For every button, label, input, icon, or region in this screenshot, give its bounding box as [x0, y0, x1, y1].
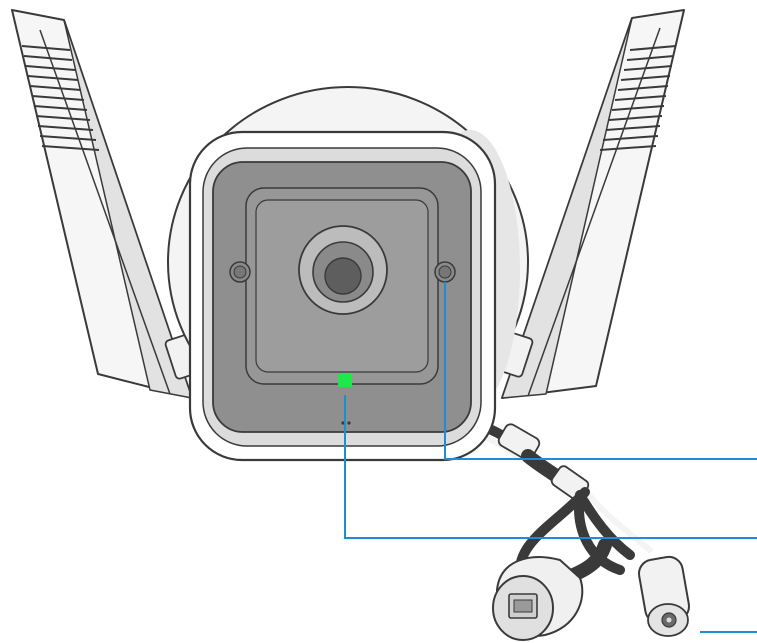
- lens-icon: [298, 225, 388, 315]
- callout-lines: [344, 282, 757, 633]
- led-icon: [338, 373, 352, 387]
- dc-power-jack-icon: [637, 555, 691, 637]
- antenna-left-icon: [11, 9, 206, 399]
- callout-status-led-line: [344, 395, 757, 539]
- antenna-right-icon: [492, 9, 685, 399]
- ethernet-port-icon: [492, 538, 612, 641]
- callout-light-sensor-line: [444, 282, 757, 460]
